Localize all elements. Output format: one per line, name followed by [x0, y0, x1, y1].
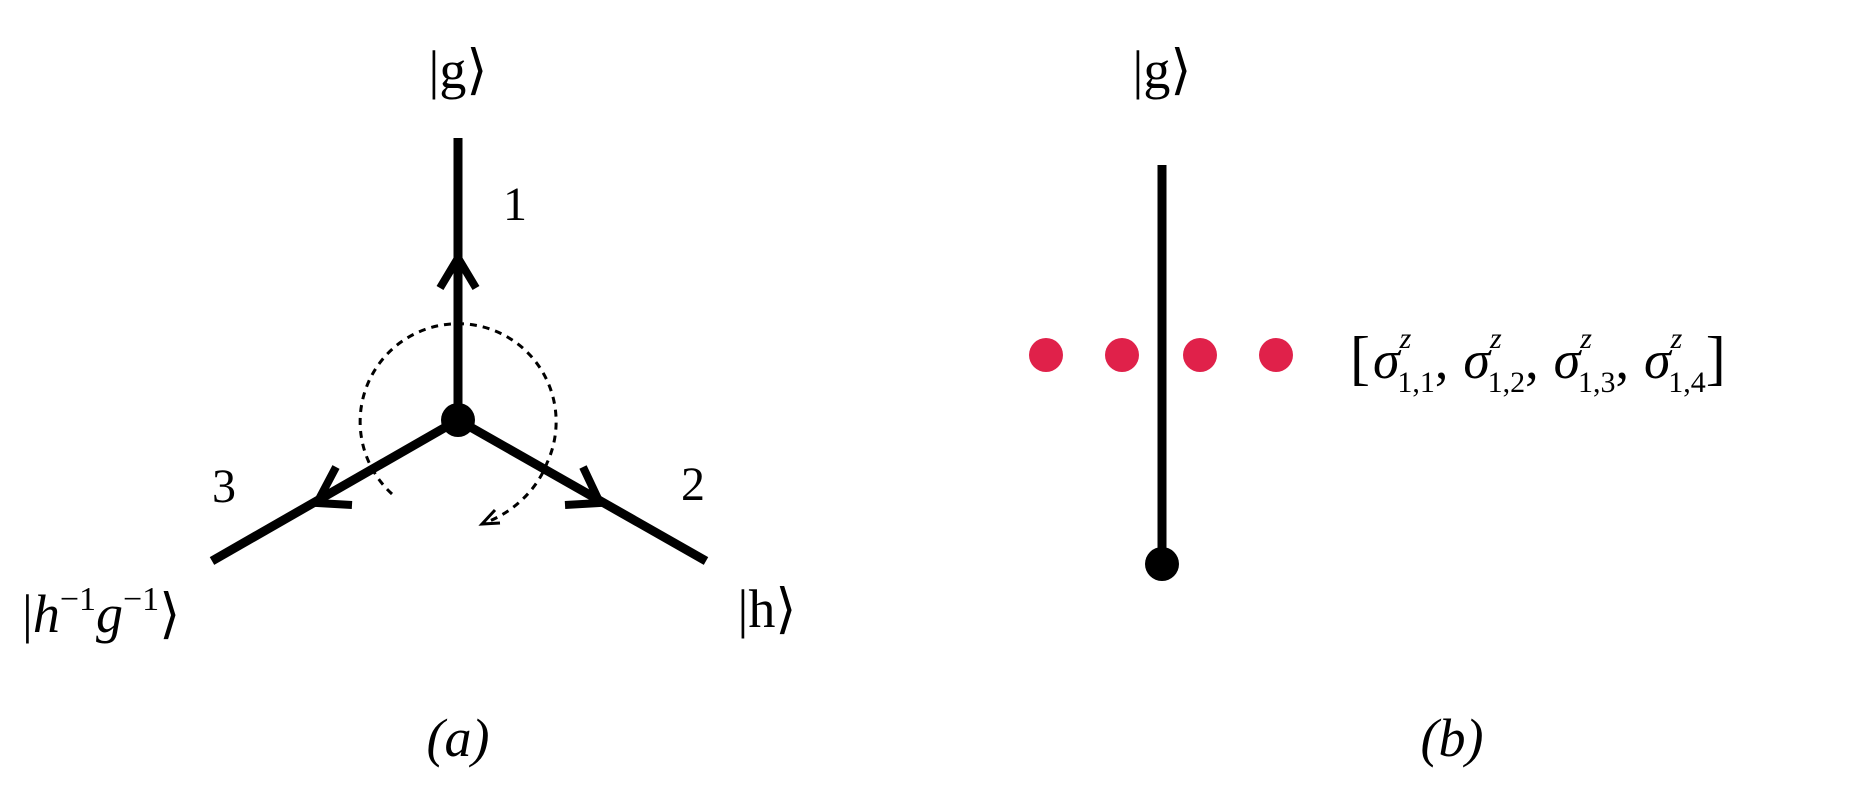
panel-a-top-ket: |g⟩ [429, 40, 488, 100]
qubit-dot-1 [1029, 338, 1063, 372]
edge-label-1: 1 [503, 178, 527, 231]
edge-3 [209, 416, 461, 565]
edge-2-arrowhead [564, 465, 607, 509]
panel-a-left-ket: |h−1g−1⟩ [22, 581, 180, 644]
qubit-dot-4 [1259, 338, 1293, 372]
edge-3-arrowhead [310, 465, 353, 509]
vertex-dot [441, 403, 475, 437]
rotation-arrowhead [478, 508, 501, 526]
edge-label-2: 2 [681, 458, 705, 511]
edge-label-3: 3 [212, 460, 236, 513]
edge-1-arrowhead [436, 250, 480, 291]
panel-a-vertex-diagram: |g⟩ |h⟩ |h−1g−1⟩ 1 2 3 (a) [22, 40, 796, 768]
panel-a-caption: (a) [427, 708, 490, 768]
panel-a-right-ket: |h⟩ [738, 579, 797, 639]
edge-2 [455, 416, 709, 565]
qubit-dot-3 [1183, 338, 1217, 372]
rotation-dashed-arc [358, 322, 558, 524]
qubit-dot-2 [1105, 338, 1139, 372]
string-endpoint-dot [1145, 547, 1179, 581]
panel-b-top-ket: |g⟩ [1133, 40, 1192, 100]
panel-b-caption: (b) [1421, 708, 1484, 768]
